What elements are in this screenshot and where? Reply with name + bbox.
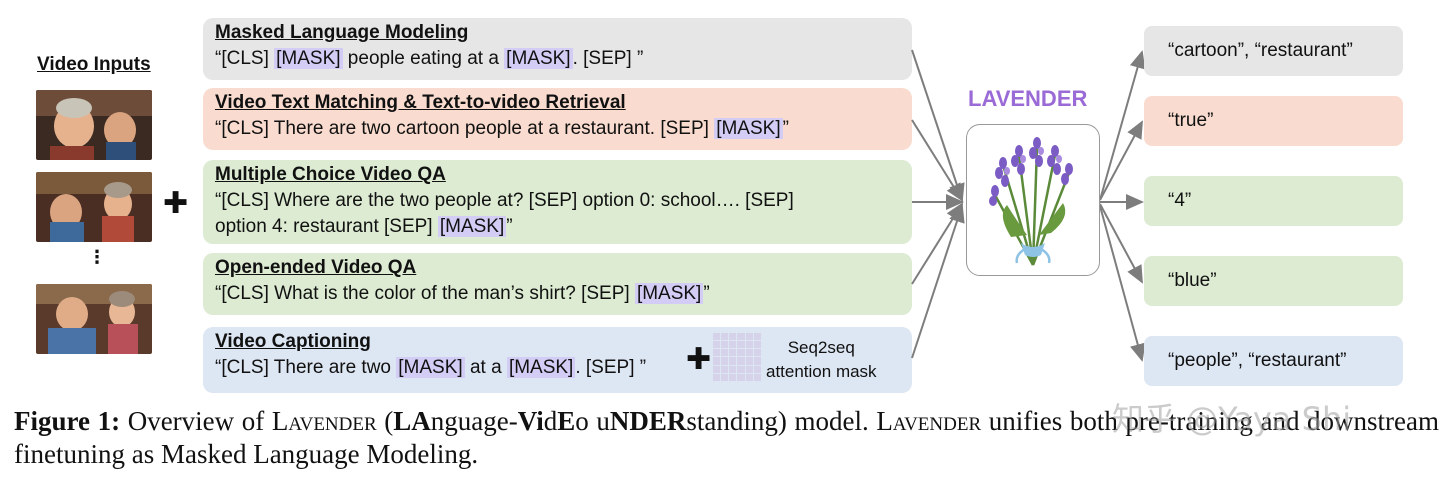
task-title: Multiple Choice Video QA xyxy=(215,164,446,185)
task-title: Video Captioning xyxy=(215,331,371,352)
task-title: Open-ended Video QA xyxy=(215,257,417,278)
video-frame-3 xyxy=(36,284,152,354)
lavender-bouquet-icon xyxy=(989,137,1073,266)
video-frame-1 xyxy=(36,90,152,160)
mask-token: [MASK] xyxy=(506,357,576,378)
task-text: “[CLS] [MASK] people eating at a [MASK].… xyxy=(215,48,644,69)
video-frame-2 xyxy=(36,172,152,242)
task-text-line1: “[CLS] Where are the two people at? [SEP… xyxy=(215,190,794,211)
figure-caption: Figure 1: Overview of Lavender (LAnguage… xyxy=(14,406,1440,469)
model-name: LAVENDER xyxy=(968,86,1088,111)
task-text: “[CLS] There are two cartoon people at a… xyxy=(215,118,789,139)
task-video-captioning: Video Captioning “[CLS] There are two [M… xyxy=(203,327,912,393)
task-text: “[CLS] What is the color of the man’s sh… xyxy=(215,283,710,304)
output-captioning: “people”, “restaurant” xyxy=(1144,336,1403,386)
output-mc-qa: “4” xyxy=(1144,176,1403,226)
task-title: Video Text Matching & Text-to-video Retr… xyxy=(215,92,626,113)
video-inputs-label: Video Inputs xyxy=(37,54,151,75)
task-text-line2: option 4: restaurant [SEP] [MASK]” xyxy=(215,216,513,237)
task-multiple-choice-qa: Multiple Choice Video QA “[CLS] Where ar… xyxy=(203,160,912,244)
more-frames-ellipsis: ⋮ xyxy=(88,247,106,267)
mask-token: [MASK] xyxy=(714,118,783,139)
mask-token: [MASK] xyxy=(504,48,573,69)
plus-icon: ✚ xyxy=(686,343,712,376)
mask-token: [MASK] xyxy=(396,357,465,378)
task-masked-language-modeling: Masked Language Modeling “[CLS] [MASK] p… xyxy=(203,18,912,80)
seq2seq-label: Seq2seq attention mask xyxy=(766,338,877,381)
mask-token: [MASK] xyxy=(634,283,704,304)
output-vtm: “true” xyxy=(1144,96,1403,146)
watermark: 知乎 @Yaya Shi xyxy=(1112,400,1352,438)
output-oe-qa: “blue” xyxy=(1144,256,1403,306)
task-text: “[CLS] There are two [MASK] at a [MASK].… xyxy=(215,357,647,378)
task-open-ended-qa: Open-ended Video QA “[CLS] What is the c… xyxy=(203,253,912,315)
attention-mask-grid-icon xyxy=(713,333,761,381)
output-mlm: “cartoon”, “restaurant” xyxy=(1144,26,1403,76)
mask-token: [MASK] xyxy=(437,216,507,237)
model-box xyxy=(966,124,1100,276)
plus-icon: ✚ xyxy=(163,187,189,220)
task-title: Masked Language Modeling xyxy=(215,22,469,43)
mask-token: [MASK] xyxy=(274,48,343,69)
task-video-text-matching: Video Text Matching & Text-to-video Retr… xyxy=(203,88,912,150)
